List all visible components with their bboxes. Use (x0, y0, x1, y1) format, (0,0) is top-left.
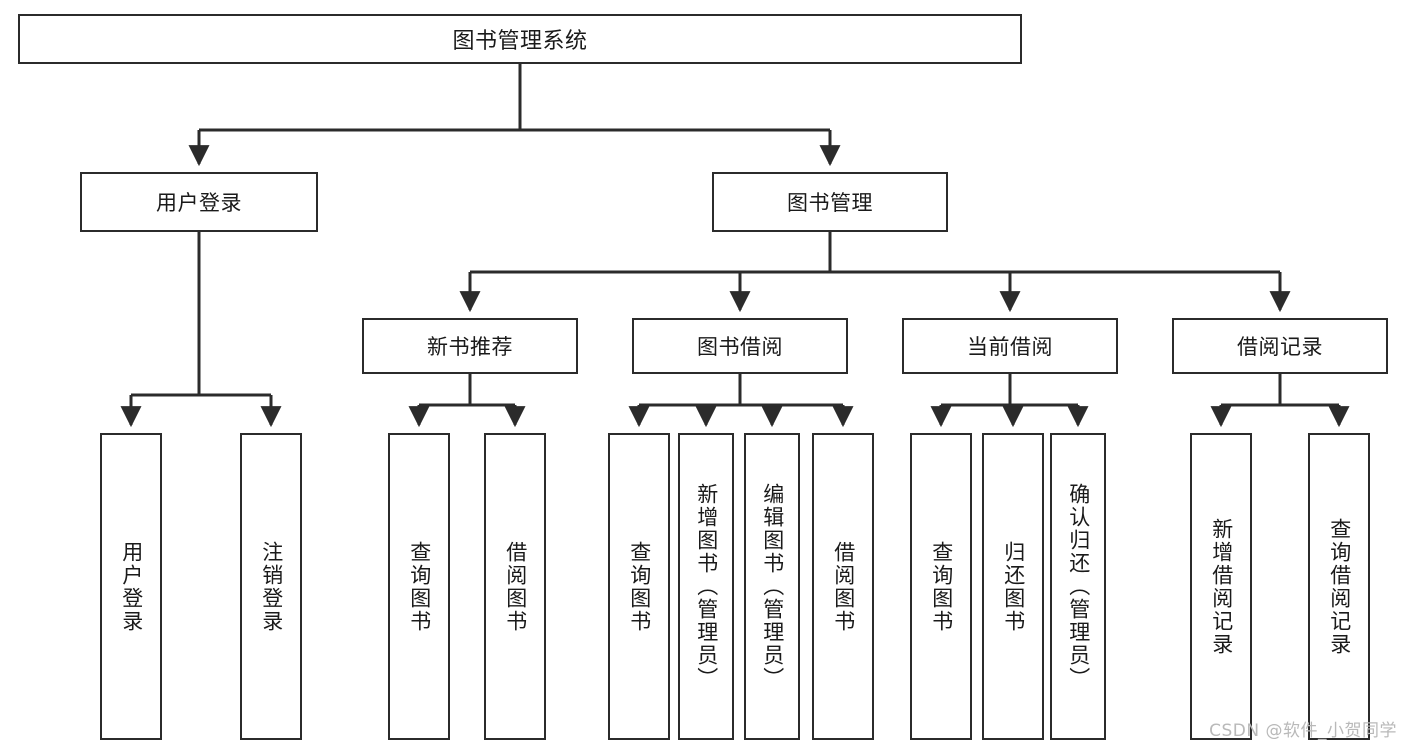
csdn-watermark: CSDN @软件_小贺同学 (1209, 721, 1397, 741)
node-label: 用户登录 (156, 191, 242, 215)
node-leaf-query-borrow-record[interactable]: 查询借阅记录 (1308, 433, 1370, 740)
node-borrow-record[interactable]: 借阅记录 (1172, 318, 1388, 374)
node-label: 借阅记录 (1237, 335, 1323, 359)
node-leaf-return-book[interactable]: 归还图书 (982, 433, 1044, 740)
node-label: 新增图书（管理员） (694, 483, 719, 690)
node-root-system[interactable]: 图书管理系统 (18, 14, 1022, 64)
node-leaf-add-book[interactable]: 新增图书（管理员） (678, 433, 734, 740)
node-label: 编辑图书（管理员） (760, 483, 785, 690)
node-book-borrow[interactable]: 图书借阅 (632, 318, 848, 374)
node-label: 图书管理 (787, 191, 873, 215)
node-label: 新增借阅记录 (1209, 517, 1234, 656)
node-label: 查询图书 (407, 540, 432, 633)
node-label: 归还图书 (1001, 540, 1026, 633)
node-label: 注销登录 (259, 540, 284, 633)
node-leaf-query-book-3[interactable]: 查询图书 (910, 433, 972, 740)
node-leaf-user-login[interactable]: 用户登录 (100, 433, 162, 740)
node-current-borrow[interactable]: 当前借阅 (902, 318, 1118, 374)
node-label: 新书推荐 (427, 335, 513, 359)
node-leaf-query-book-1[interactable]: 查询图书 (388, 433, 450, 740)
node-leaf-add-borrow-record[interactable]: 新增借阅记录 (1190, 433, 1252, 740)
node-label: 查询图书 (929, 540, 954, 633)
node-leaf-query-book-2[interactable]: 查询图书 (608, 433, 670, 740)
node-book-manage[interactable]: 图书管理 (712, 172, 948, 232)
node-label: 借阅图书 (831, 540, 856, 633)
node-new-book-recommend[interactable]: 新书推荐 (362, 318, 578, 374)
node-label: 查询借阅记录 (1327, 517, 1352, 656)
node-label: 当前借阅 (967, 335, 1053, 359)
node-leaf-borrow-book-1[interactable]: 借阅图书 (484, 433, 546, 740)
node-label: 借阅图书 (503, 540, 528, 633)
node-leaf-confirm-return[interactable]: 确认归还（管理员） (1050, 433, 1106, 740)
node-label: 图书管理系统 (452, 29, 588, 54)
node-leaf-borrow-book-2[interactable]: 借阅图书 (812, 433, 874, 740)
node-label: 查询图书 (627, 540, 652, 633)
node-leaf-user-logout[interactable]: 注销登录 (240, 433, 302, 740)
node-label: 确认归还（管理员） (1066, 483, 1091, 690)
node-leaf-edit-book[interactable]: 编辑图书（管理员） (744, 433, 800, 740)
node-user-login[interactable]: 用户登录 (80, 172, 318, 232)
node-label: 图书借阅 (697, 335, 783, 359)
node-label: 用户登录 (119, 540, 144, 633)
